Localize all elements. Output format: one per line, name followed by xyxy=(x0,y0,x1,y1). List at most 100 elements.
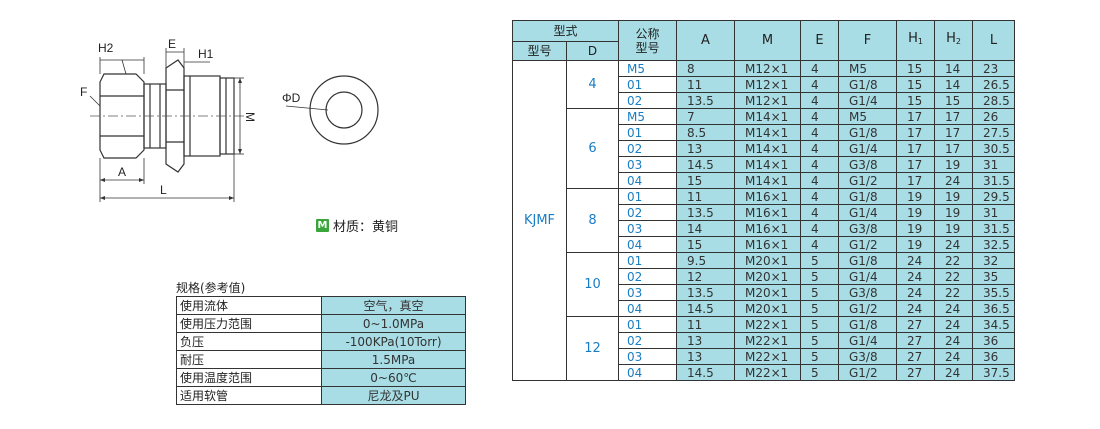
value-cell-f: G1/2 xyxy=(838,300,897,317)
value-cell-h1: 19 xyxy=(896,204,935,221)
value-cell-a: 11 xyxy=(676,188,735,205)
nominal-code-cell: 02 xyxy=(618,140,677,157)
value-cell-l: 36 xyxy=(972,332,1015,349)
nominal-code-cell: 01 xyxy=(618,316,677,333)
value-cell-l: 31 xyxy=(972,204,1015,221)
value-cell-h1: 24 xyxy=(896,300,935,317)
nominal-code-cell: 03 xyxy=(618,156,677,173)
value-cell-h1: 27 xyxy=(896,332,935,349)
nominal-code-cell: 04 xyxy=(618,236,677,253)
technical-drawing: H2 E H1 F M A L ΦD xyxy=(80,37,379,202)
value-cell-e: 4 xyxy=(800,236,839,253)
value-cell-a: 13.5 xyxy=(676,92,735,109)
value-cell-a: 9.5 xyxy=(676,252,735,269)
nominal-code-cell: M5 xyxy=(618,60,677,77)
label-e: E xyxy=(168,37,176,51)
value-cell-m: M12×1 xyxy=(734,76,801,93)
value-cell-e: 5 xyxy=(800,268,839,285)
value-cell-m: M12×1 xyxy=(734,92,801,109)
value-cell-f: G1/8 xyxy=(838,252,897,269)
value-cell-e: 4 xyxy=(800,188,839,205)
value-cell-m: M22×1 xyxy=(734,316,801,333)
spec-value: 1.5MPa xyxy=(321,350,466,369)
spec-value: 尼龙及PU xyxy=(321,386,466,405)
value-cell-f: G1/4 xyxy=(838,268,897,285)
value-cell-h1: 27 xyxy=(896,316,935,333)
value-cell-e: 4 xyxy=(800,124,839,141)
value-cell-h2: 19 xyxy=(934,204,973,221)
value-cell-f: G3/8 xyxy=(838,156,897,173)
spec-key: 使用压力范围 xyxy=(176,314,322,333)
nominal-code-cell: 03 xyxy=(618,348,677,365)
value-cell-l: 35.5 xyxy=(972,284,1015,301)
value-cell-h1: 19 xyxy=(896,220,935,237)
spec-value: 0~1.0MPa xyxy=(321,314,466,333)
header-a: A xyxy=(676,20,735,61)
value-cell-f: G1/2 xyxy=(838,172,897,189)
spec-title: 规格(参考值) xyxy=(176,281,246,295)
label-l: L xyxy=(160,183,167,197)
value-cell-f: G3/8 xyxy=(838,220,897,237)
value-cell-m: M14×1 xyxy=(734,172,801,189)
value-cell-f: G1/4 xyxy=(838,140,897,157)
nominal-code-cell: 02 xyxy=(618,204,677,221)
value-cell-f: G1/4 xyxy=(838,204,897,221)
value-cell-a: 13 xyxy=(676,332,735,349)
value-cell-l: 31 xyxy=(972,156,1015,173)
nominal-code-cell: 01 xyxy=(618,124,677,141)
value-cell-a: 13 xyxy=(676,140,735,157)
value-cell-m: M12×1 xyxy=(734,60,801,77)
value-cell-h2: 22 xyxy=(934,252,973,269)
material-badge-icon: M xyxy=(316,219,329,232)
value-cell-l: 36 xyxy=(972,348,1015,365)
nominal-code-cell: 02 xyxy=(618,332,677,349)
value-cell-f: G1/4 xyxy=(838,92,897,109)
nominal-code-cell: 04 xyxy=(618,172,677,189)
value-cell-a: 14.5 xyxy=(676,364,735,381)
spec-key: 使用温度范围 xyxy=(176,368,322,387)
value-cell-l: 28.5 xyxy=(972,92,1015,109)
value-cell-l: 31.5 xyxy=(972,220,1015,237)
label-m: M xyxy=(243,112,257,122)
value-cell-h1: 17 xyxy=(896,140,935,157)
value-cell-l: 26 xyxy=(972,108,1015,125)
value-cell-h1: 19 xyxy=(896,236,935,253)
header-e: E xyxy=(800,20,839,61)
value-cell-e: 5 xyxy=(800,284,839,301)
value-cell-h1: 24 xyxy=(896,268,935,285)
value-cell-a: 8 xyxy=(676,60,735,77)
spec-value: 0~60℃ xyxy=(321,368,466,387)
nominal-code-cell: 01 xyxy=(618,76,677,93)
value-cell-a: 13 xyxy=(676,348,735,365)
value-cell-h1: 27 xyxy=(896,348,935,365)
value-cell-a: 13.5 xyxy=(676,284,735,301)
nominal-code-cell: 02 xyxy=(618,268,677,285)
value-cell-m: M16×1 xyxy=(734,236,801,253)
header-h2: H2 xyxy=(934,20,973,61)
value-cell-a: 14.5 xyxy=(676,300,735,317)
value-cell-h2: 22 xyxy=(934,284,973,301)
value-cell-h1: 17 xyxy=(896,108,935,125)
value-cell-l: 23 xyxy=(972,60,1015,77)
value-cell-l: 36.5 xyxy=(972,300,1015,317)
value-cell-m: M22×1 xyxy=(734,332,801,349)
value-cell-a: 8.5 xyxy=(676,124,735,141)
fitting-end-view-bore xyxy=(325,91,363,129)
value-cell-e: 4 xyxy=(800,76,839,93)
diameter-cell: 8 xyxy=(566,188,619,253)
value-cell-h2: 24 xyxy=(934,236,973,253)
value-cell-m: M22×1 xyxy=(734,348,801,365)
diameter-cell: 12 xyxy=(566,316,619,381)
value-cell-m: M20×1 xyxy=(734,252,801,269)
value-cell-l: 27.5 xyxy=(972,124,1015,141)
value-cell-l: 29.5 xyxy=(972,188,1015,205)
value-cell-a: 11 xyxy=(676,76,735,93)
value-cell-f: M5 xyxy=(838,108,897,125)
value-cell-e: 4 xyxy=(800,60,839,77)
